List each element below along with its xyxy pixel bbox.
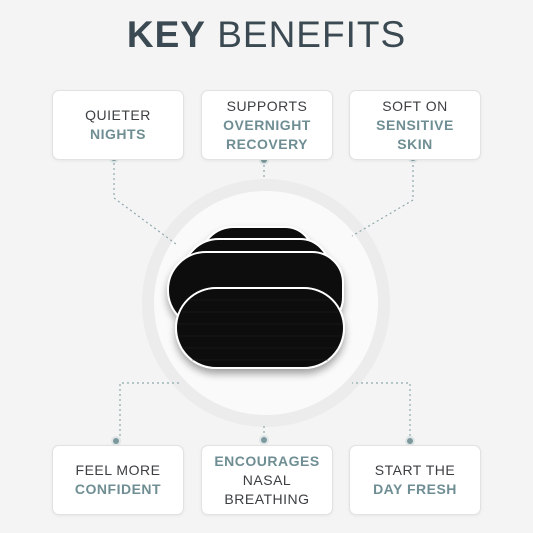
benefit-line: SUPPORTS xyxy=(226,97,308,114)
benefit-card-day-fresh: START THE DAY FRESH xyxy=(349,445,481,515)
page-title: KEY BENEFITS xyxy=(0,14,533,56)
title-light: BENEFITS xyxy=(217,14,407,55)
benefit-line: CONFIDENT xyxy=(74,481,162,497)
benefit-line: QUIETER xyxy=(85,107,151,123)
strip-texture xyxy=(178,299,342,361)
title-bold: KEY xyxy=(126,14,206,55)
benefit-line: BREATHING xyxy=(224,490,310,507)
benefit-line: RECOVERY xyxy=(225,135,309,152)
benefit-line: SENSITIVE xyxy=(376,116,454,133)
benefit-card-feel-confident: FEEL MORE CONFIDENT xyxy=(52,445,184,515)
benefit-line: NASAL xyxy=(242,471,292,488)
nasal-strip-stack xyxy=(167,226,345,369)
benefit-line: SOFT ON xyxy=(382,97,448,114)
benefit-line: SKIN xyxy=(397,135,433,152)
benefit-card-overnight-recovery: SUPPORTS OVERNIGHT RECOVERY xyxy=(201,90,333,160)
benefit-card-quieter-nights: QUIETER NIGHTS xyxy=(52,90,184,160)
benefit-line: DAY FRESH xyxy=(373,481,457,497)
benefit-card-nasal-breathing: ENCOURAGES NASAL BREATHING xyxy=(201,445,333,515)
benefit-line: NIGHTS xyxy=(90,126,146,142)
benefit-line: OVERNIGHT xyxy=(223,116,311,133)
benefit-card-sensitive-skin: SOFT ON SENSITIVE SKIN xyxy=(349,90,481,160)
benefit-line: ENCOURAGES xyxy=(214,452,320,469)
benefit-line: START THE xyxy=(374,462,456,478)
benefit-line: FEEL MORE xyxy=(75,462,161,478)
